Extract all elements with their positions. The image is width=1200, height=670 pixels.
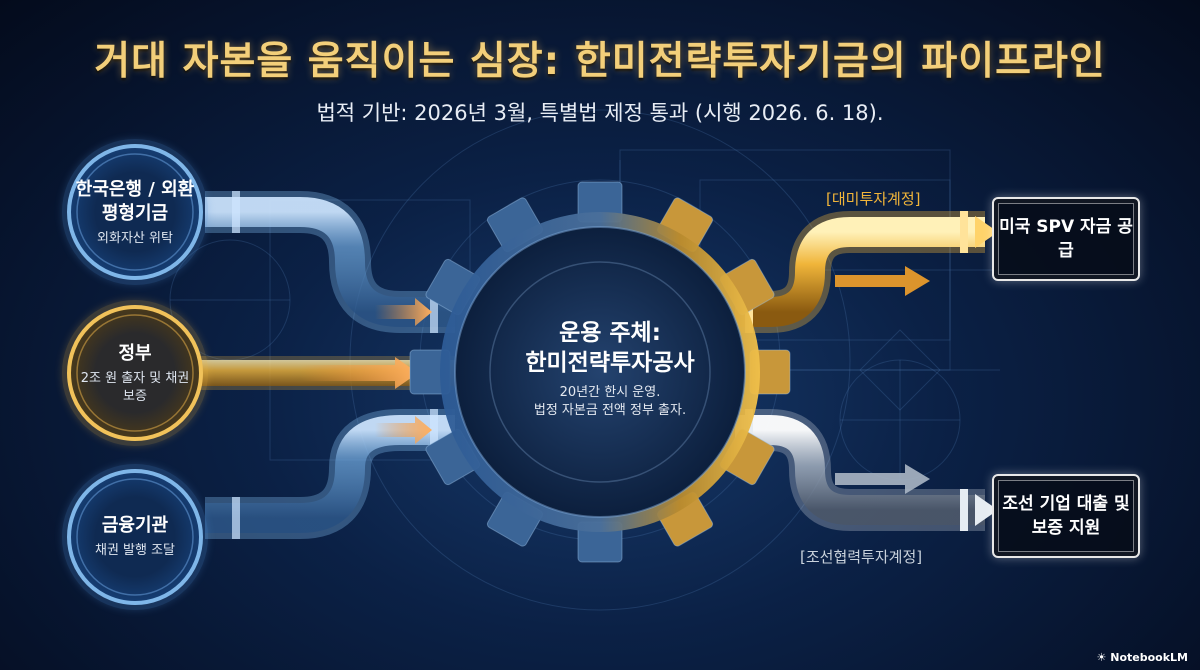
source-middle-sub: 2조 원 출자 및 채권 보증 [80, 371, 190, 404]
central-sub-line2: 법정 자본금 전액 정부 출자. [533, 403, 687, 418]
account-label-us: [대미투자계정] [826, 190, 921, 208]
footer-brand: ☀ NotebookLM [1097, 651, 1188, 664]
input-arrows [300, 298, 432, 444]
source-bottom-title: 금융기관 [101, 515, 169, 536]
central-operator: 운용 주체: 한미전략투자공사 20년간 한시 운영. 법정 자본금 전액 정부… [470, 318, 750, 420]
source-bottom: 금융기관 채권 발행 조달 [75, 514, 195, 560]
account-label-shipbuilding: [조선협력투자계정] [800, 548, 923, 566]
pipe-top-output [735, 211, 998, 333]
central-title-line1: 운용 주체: [559, 320, 661, 346]
page-title: 거대 자본을 움직이는 심장: 한미전략투자기금의 파이프라인 [94, 39, 1106, 84]
source-middle: 정부 2조 원 출자 및 채권 보증 [80, 342, 190, 406]
notebooklm-logo-icon: ☀ [1096, 651, 1107, 664]
page-subtitle: 법적 기반: 2026년 3월, 특별법 제정 통과 (시행 2026. 6. … [316, 101, 884, 125]
output-box-us-spv: 미국 SPV 자금 공급 [992, 197, 1140, 281]
central-title-line2: 한미전략투자공사 [525, 350, 695, 376]
source-top: 한국은행 / 외환평형기금 외화자산 위탁 [70, 178, 200, 248]
source-bottom-sub: 채권 발행 조달 [94, 543, 176, 558]
source-node-middle [62, 300, 208, 446]
output-box-shipbuilding: 조선 기업 대출 및 보증 지원 [992, 474, 1140, 558]
source-node-top [62, 139, 208, 285]
central-sub-line1: 20년간 한시 운영. [559, 385, 661, 400]
source-node-bottom [62, 464, 208, 610]
source-top-sub: 외화자산 위탁 [97, 231, 173, 246]
source-top-title: 한국은행 / 외환평형기금 [75, 179, 195, 224]
gear-icon [409, 181, 791, 563]
footer-brand-label: NotebookLM [1110, 651, 1188, 664]
source-middle-title: 정부 [118, 343, 152, 364]
